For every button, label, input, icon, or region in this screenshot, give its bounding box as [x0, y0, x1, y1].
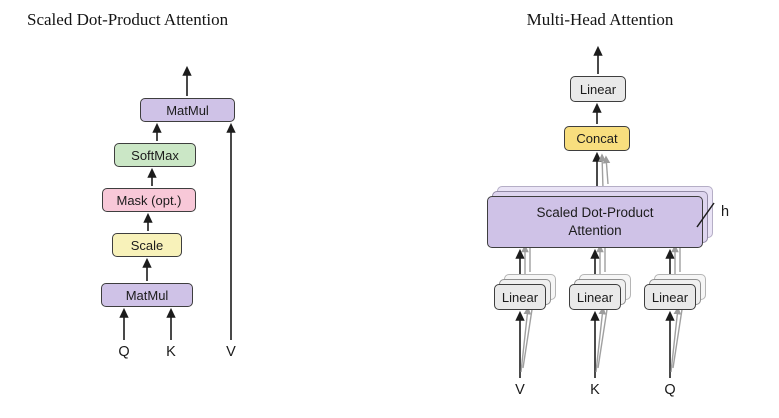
matmul-bottom-box: MatMul — [101, 283, 193, 307]
softmax-label: SoftMax — [131, 147, 179, 163]
softmax-box: SoftMax — [114, 143, 196, 167]
scale-label: Scale — [130, 237, 164, 253]
mask-label: Mask (opt.) — [116, 192, 182, 208]
linear-k-label: Linear — [576, 289, 614, 305]
input-label-q-right: Q — [664, 382, 676, 398]
right-diagram-title: Multi-Head Attention — [526, 10, 674, 29]
input-label-v: V — [226, 344, 236, 360]
shadow-arrow — [595, 306, 607, 373]
mask-box: Mask (opt.) — [102, 188, 196, 212]
shadow-arrow — [520, 306, 532, 373]
linear-q-label: Linear — [651, 289, 689, 305]
linear-v-box: Linear — [494, 284, 546, 310]
left-diagram-title: Scaled Dot-Product Attention — [27, 10, 229, 29]
head-count-label: h — [720, 204, 730, 220]
input-label-k-right: K — [590, 382, 600, 398]
shadow-arrow — [672, 301, 686, 369]
sdpa-box: Scaled Dot-Product Attention — [487, 196, 703, 248]
shadow-arrow — [602, 155, 611, 185]
input-label-v-right: V — [515, 382, 525, 398]
matmul-bottom-label: MatMul — [125, 287, 169, 303]
sdpa-label: Scaled Dot-Product Attention — [536, 205, 654, 238]
linear-output-label: Linear — [579, 81, 617, 97]
shadow-arrow — [597, 301, 611, 369]
matmul-top-label: MatMul — [166, 102, 209, 118]
shadow-arrow — [598, 153, 606, 190]
concat-box: Concat — [564, 126, 630, 151]
shadow-arrow — [670, 306, 682, 373]
linear-v-label: Linear — [501, 289, 539, 305]
linear-q-box: Linear — [644, 284, 696, 310]
linear-output-box: Linear — [570, 76, 626, 102]
linear-k-box: Linear — [569, 284, 621, 310]
matmul-top-box: MatMul — [140, 98, 235, 122]
input-label-q: Q — [118, 344, 130, 360]
shadow-arrow — [522, 301, 536, 369]
scale-box: Scale — [112, 233, 182, 257]
input-label-k: K — [166, 344, 176, 360]
concat-label: Concat — [576, 131, 618, 146]
